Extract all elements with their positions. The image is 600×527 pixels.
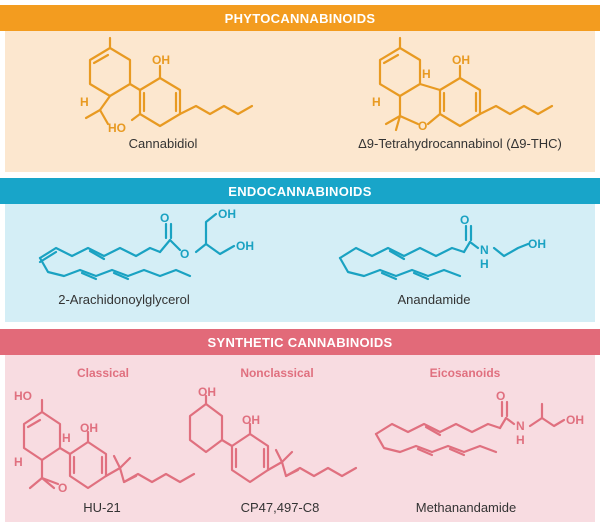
2ag-label: 2-Arachidonoylglycerol	[58, 292, 190, 307]
meth-o: O	[496, 389, 505, 403]
phyto-title: PHYTOCANNABINOIDS	[224, 10, 376, 26]
meth-n: N	[516, 419, 525, 433]
synth-title: SYNTHETIC CANNABINOIDS	[207, 334, 393, 350]
anandamide-o: O	[460, 213, 469, 227]
hu21-ho: HO	[14, 389, 32, 403]
endo-panel	[5, 204, 595, 322]
subcategory-eicosanoids: Eicosanoids	[429, 366, 501, 380]
thc-o: O	[418, 119, 427, 133]
synth-panel	[5, 355, 595, 522]
cp-oh1: OH	[198, 385, 216, 399]
hu21-oh: OH	[80, 421, 98, 435]
hu21-h2: H	[14, 455, 23, 469]
cbd-oh: OH	[152, 53, 170, 67]
cannabidiol-label: Cannabidiol	[128, 136, 198, 151]
meth-oh: OH	[566, 413, 584, 427]
thc-h2: H	[372, 95, 381, 109]
cbd-ho: HO	[108, 121, 126, 135]
phyto-panel	[5, 31, 595, 172]
thc-label: Δ9-Tetrahydrocannabinol (Δ9-THC)	[358, 136, 562, 151]
anandamide-label: Anandamide	[397, 292, 471, 307]
hu21-label: HU-21	[83, 500, 121, 515]
phyto-header: PHYTOCANNABINOIDS	[0, 5, 600, 31]
subcategory-classical: Classical	[76, 366, 130, 380]
2ag-o2: O	[180, 247, 189, 261]
hu21-o: O	[58, 481, 67, 495]
cp47497-label: CP47,497-C8	[240, 500, 320, 515]
cbd-h: H	[80, 95, 89, 109]
cp-oh2: OH	[242, 413, 260, 427]
endo-title: ENDOCANNABINOIDS	[228, 183, 372, 199]
methanandamide-label: Methanandamide	[415, 500, 517, 515]
synth-header: SYNTHETIC CANNABINOIDS	[0, 329, 600, 355]
thc-oh: OH	[452, 53, 470, 67]
meth-nh: H	[516, 433, 525, 447]
anandamide-oh: OH	[528, 237, 546, 251]
subcategory-nonclassical: Nonclassical	[240, 366, 314, 380]
hu21-h1: H	[62, 431, 71, 445]
2ag-oh2: OH	[236, 239, 254, 253]
2ag-oh1: OH	[218, 207, 236, 221]
endo-header: ENDOCANNABINOIDS	[0, 178, 600, 204]
thc-h1: H	[422, 67, 431, 81]
anandamide-n: N	[480, 243, 489, 257]
anandamide-nh: H	[480, 257, 489, 271]
2ag-o: O	[160, 211, 169, 225]
